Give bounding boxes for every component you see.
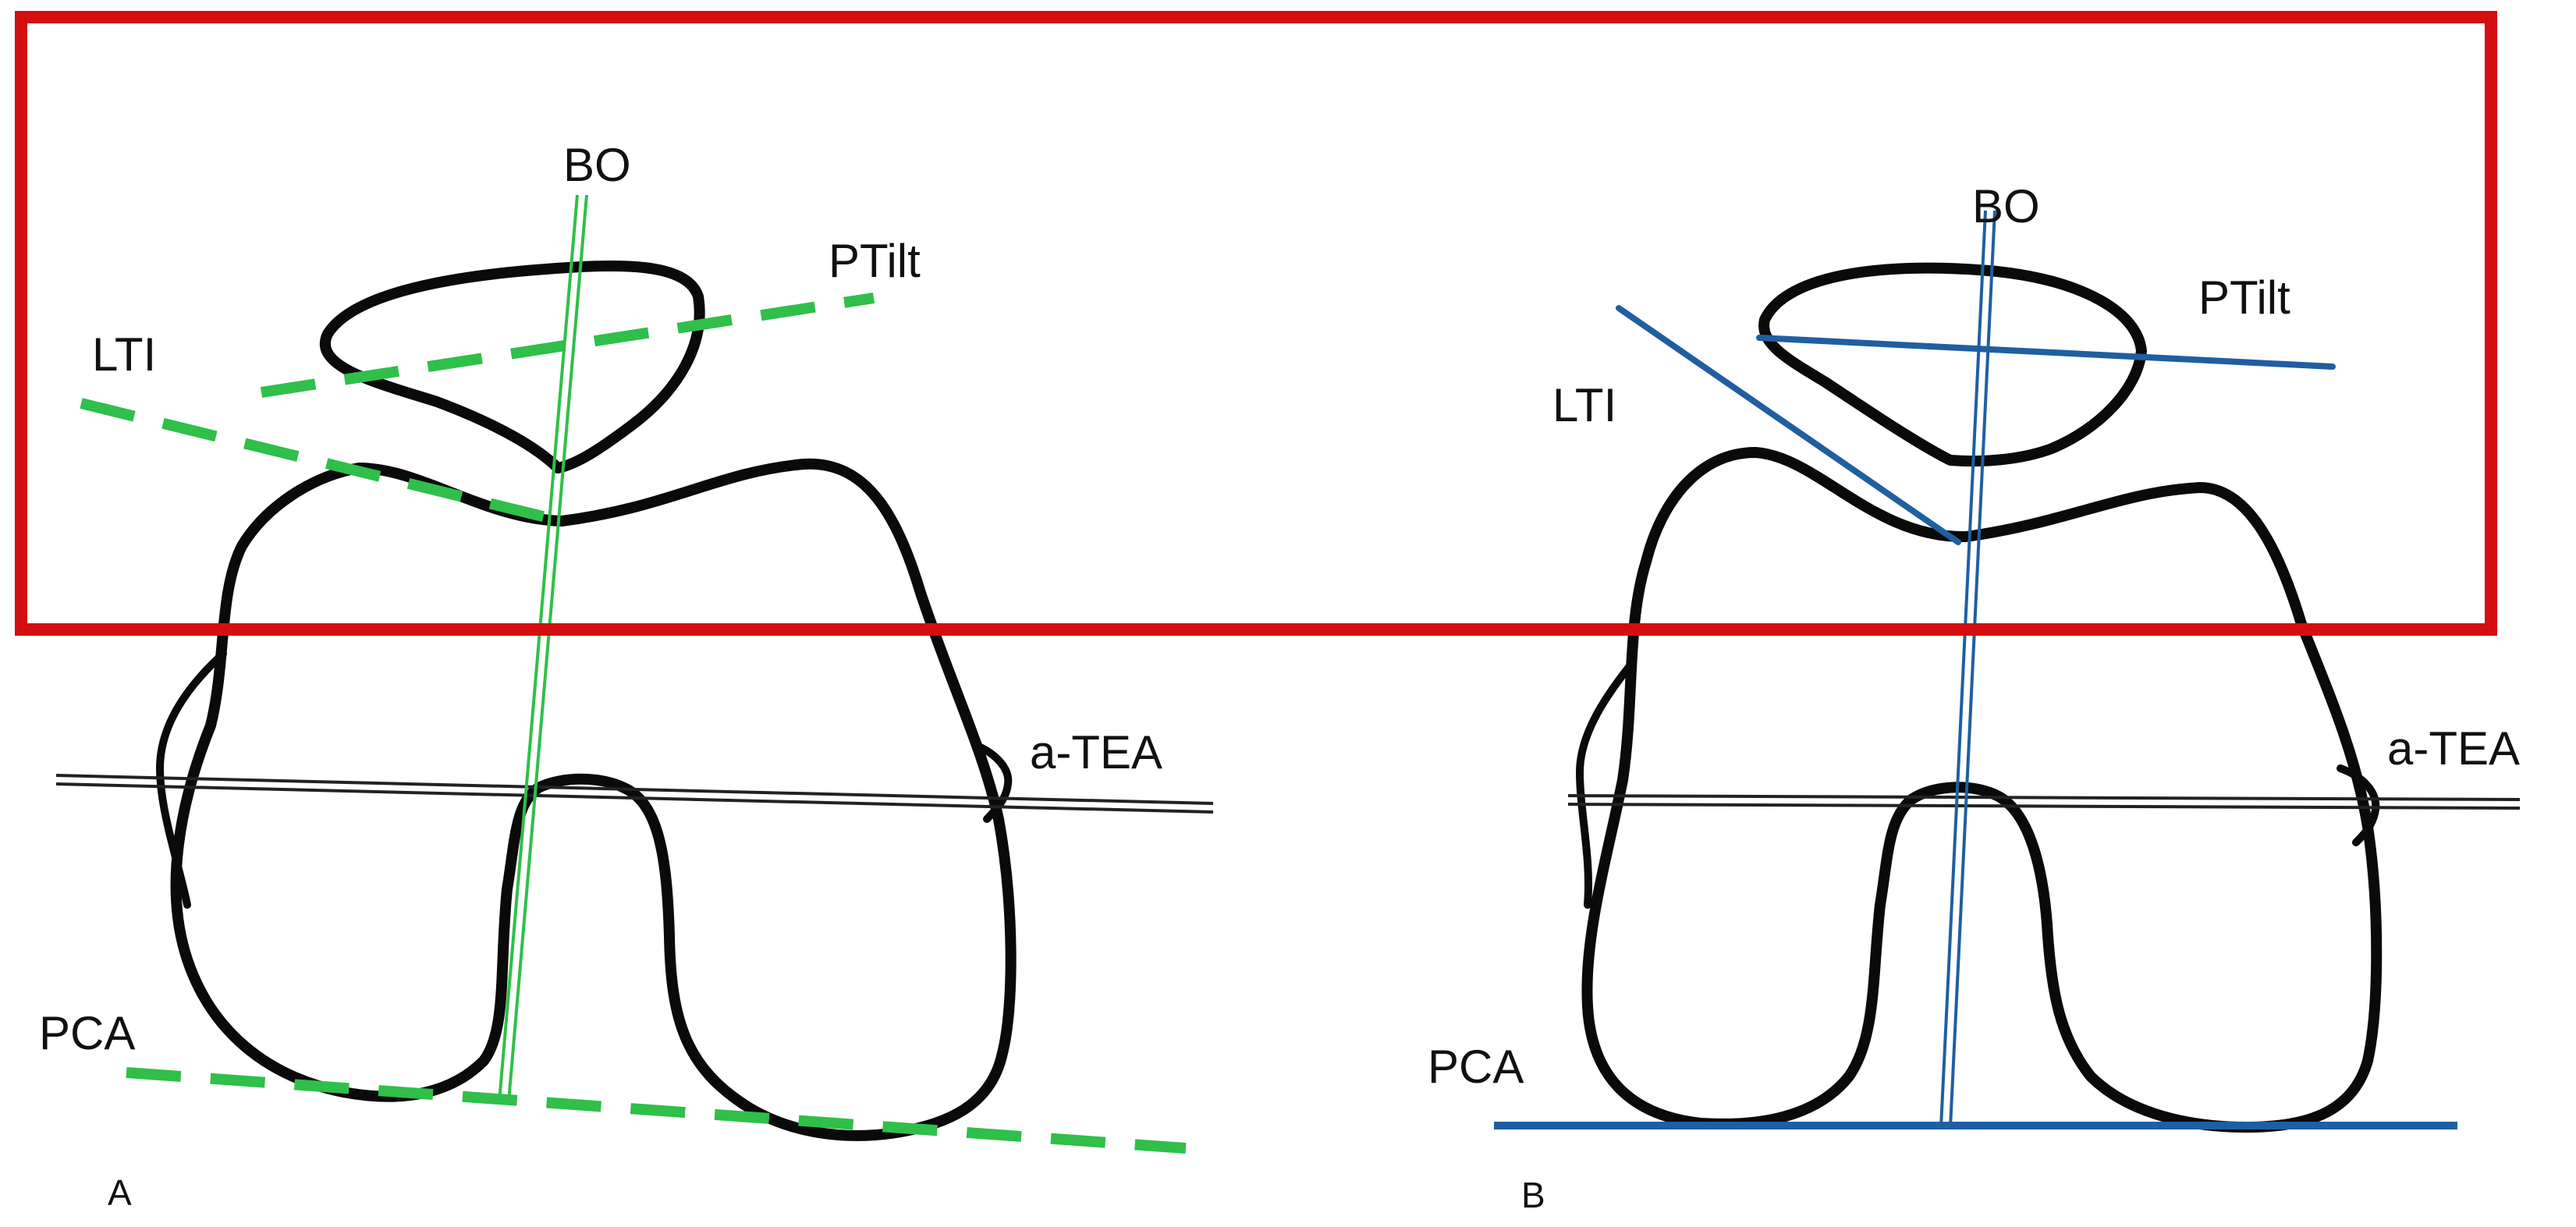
panel-b-ptilt-line bbox=[1756, 335, 2336, 370]
panel-a-bo-label: BO bbox=[563, 139, 631, 191]
panel-a-lti-label: LTI bbox=[92, 328, 156, 381]
panel-b-label: B bbox=[1521, 1175, 1545, 1215]
panel-b-atea-line bbox=[1567, 794, 2521, 810]
panel-a-femur-outline bbox=[170, 458, 1017, 1141]
panel-b-ptilt-label: PTilt bbox=[2198, 271, 2290, 324]
panel-b-bo-line bbox=[1939, 210, 1996, 1128]
panel-a-epicondyle-lateral bbox=[971, 741, 1013, 823]
panel-a-atea-line bbox=[55, 774, 1214, 814]
panel-a-epicondyle-medial bbox=[155, 650, 227, 909]
panel-b-lti-line bbox=[1616, 305, 1961, 545]
panel-b: BO PTilt LTI a-TEA PCA B bbox=[1428, 180, 2520, 1215]
panel-b-pca-label: PCA bbox=[1428, 1041, 1524, 1093]
panel-a-atea-label: a-TEA bbox=[1030, 726, 1162, 778]
panel-a-ptilt-label: PTilt bbox=[829, 235, 921, 287]
panel-b-femur-outline bbox=[1581, 447, 2383, 1133]
panel-b-epicondyle-medial bbox=[1575, 659, 1636, 909]
panel-a-label: A bbox=[108, 1172, 132, 1213]
highlight-box bbox=[15, 11, 2497, 636]
panel-a: BO PTilt LTI a-TEA PCA A bbox=[39, 139, 1214, 1213]
panel-b-atea-label: a-TEA bbox=[2387, 722, 2520, 775]
panel-a-pca-label: PCA bbox=[39, 1007, 135, 1059]
panel-b-epicondyle-lateral bbox=[2336, 764, 2380, 846]
panel-a-bo-line bbox=[498, 194, 588, 1102]
panel-a-pca-line bbox=[126, 1067, 1187, 1154]
panel-b-bo-label: BO bbox=[1972, 180, 2040, 232]
panel-b-lti-label: LTI bbox=[1552, 379, 1616, 431]
panel-b-patella-outline bbox=[1758, 262, 2147, 467]
panel-a-ptilt-line bbox=[260, 293, 875, 398]
panel-a-patella-outline bbox=[320, 260, 705, 473]
